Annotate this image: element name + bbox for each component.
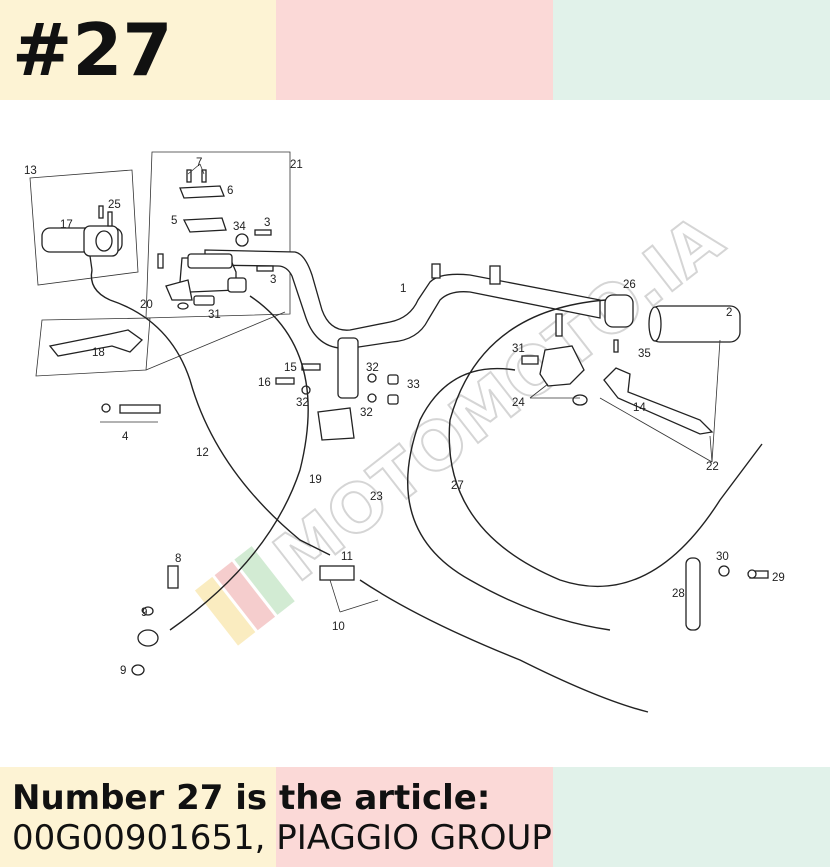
label-15: 15	[284, 362, 297, 374]
label-26: 26	[623, 279, 636, 291]
leader-lines	[187, 163, 721, 613]
article-code: 00G00901651, PIAGGIO GROUP	[12, 818, 552, 858]
label-30: 30	[716, 551, 729, 563]
label-31a: 31	[208, 309, 221, 321]
label-34: 34	[233, 221, 246, 233]
label-24: 24	[512, 397, 525, 409]
bolt-29	[747, 569, 769, 579]
label-28: 28	[672, 588, 685, 600]
left-lever	[48, 329, 144, 357]
label-19: 19	[309, 474, 322, 486]
throttle-housing-26	[604, 294, 634, 328]
label-29: 29	[772, 572, 785, 584]
switch-31-right	[521, 355, 539, 365]
label-3b: 3	[270, 274, 276, 286]
screw-35	[613, 339, 619, 353]
cable-10	[359, 579, 649, 713]
right-bracket-24	[539, 313, 588, 406]
left-grip	[41, 225, 123, 301]
label-21: 21	[290, 159, 303, 171]
label-31b: 31	[512, 343, 525, 355]
diaphragm-5	[182, 217, 227, 233]
group-box-13	[29, 169, 139, 286]
group-box-18	[35, 311, 286, 377]
handlebar	[204, 249, 601, 441]
screw-25	[98, 205, 113, 227]
cable-12	[109, 299, 331, 556]
label-32a: 32	[366, 362, 379, 374]
label-9a: 9	[141, 607, 147, 619]
label-3a: 3	[264, 217, 270, 229]
part-number-title: #27	[12, 8, 173, 92]
screw-16	[275, 377, 295, 385]
switch-31-left	[193, 295, 215, 306]
label-9b: 9	[120, 665, 126, 677]
label-6: 6	[227, 185, 233, 197]
label-8: 8	[175, 553, 181, 565]
screw-3-upper	[254, 229, 272, 236]
label-20: 20	[140, 299, 153, 311]
label-27: 27	[451, 480, 464, 492]
label-11: 11	[341, 551, 353, 563]
exploded-parts-diagram: MOTOMOTO.IA	[24, 151, 785, 713]
label-33: 33	[407, 379, 420, 391]
group-box-21	[145, 151, 291, 319]
label-32c: 32	[360, 407, 373, 419]
right-lever-14	[603, 367, 714, 435]
label-17: 17	[60, 219, 73, 231]
header-color-band	[0, 0, 830, 100]
label-22: 22	[706, 461, 719, 473]
label-16: 16	[258, 377, 271, 389]
part-34	[235, 233, 249, 247]
plate-28	[685, 557, 701, 631]
label-4: 4	[122, 431, 129, 443]
watermark-text: MOTOMOTO.IA	[260, 200, 737, 596]
label-12: 12	[196, 447, 209, 459]
label-18: 18	[92, 347, 105, 359]
footer-color-band	[0, 767, 830, 867]
label-35: 35	[638, 348, 651, 360]
screw-20	[157, 253, 189, 310]
junction-11	[319, 565, 355, 581]
washer-30	[718, 565, 730, 577]
label-2: 2	[726, 307, 732, 319]
nuts-33	[387, 374, 399, 405]
label-1: 1	[400, 283, 406, 295]
cable-23	[407, 367, 611, 631]
label-5: 5	[171, 215, 177, 227]
spring-4	[100, 403, 161, 423]
label-13: 13	[24, 165, 37, 177]
label-25: 25	[108, 199, 121, 211]
hose-19	[169, 295, 309, 631]
brake-banjo-8-9	[131, 565, 179, 676]
screw-15	[301, 363, 321, 371]
right-grip-2	[648, 305, 741, 343]
master-cylinder	[165, 253, 247, 301]
label-7: 7	[196, 157, 202, 169]
label-14: 14	[633, 402, 646, 414]
cable-27	[448, 299, 763, 588]
label-10: 10	[332, 621, 345, 633]
reservoir-cap-6	[179, 185, 225, 199]
label-32b: 32	[296, 397, 309, 409]
screw-3-lower	[256, 265, 274, 272]
article-caption: Number 27 is the article:	[12, 778, 491, 818]
label-23: 23	[370, 491, 383, 503]
watermark: MOTOMOTO.IA	[194, 199, 738, 646]
screw-7	[186, 169, 207, 183]
